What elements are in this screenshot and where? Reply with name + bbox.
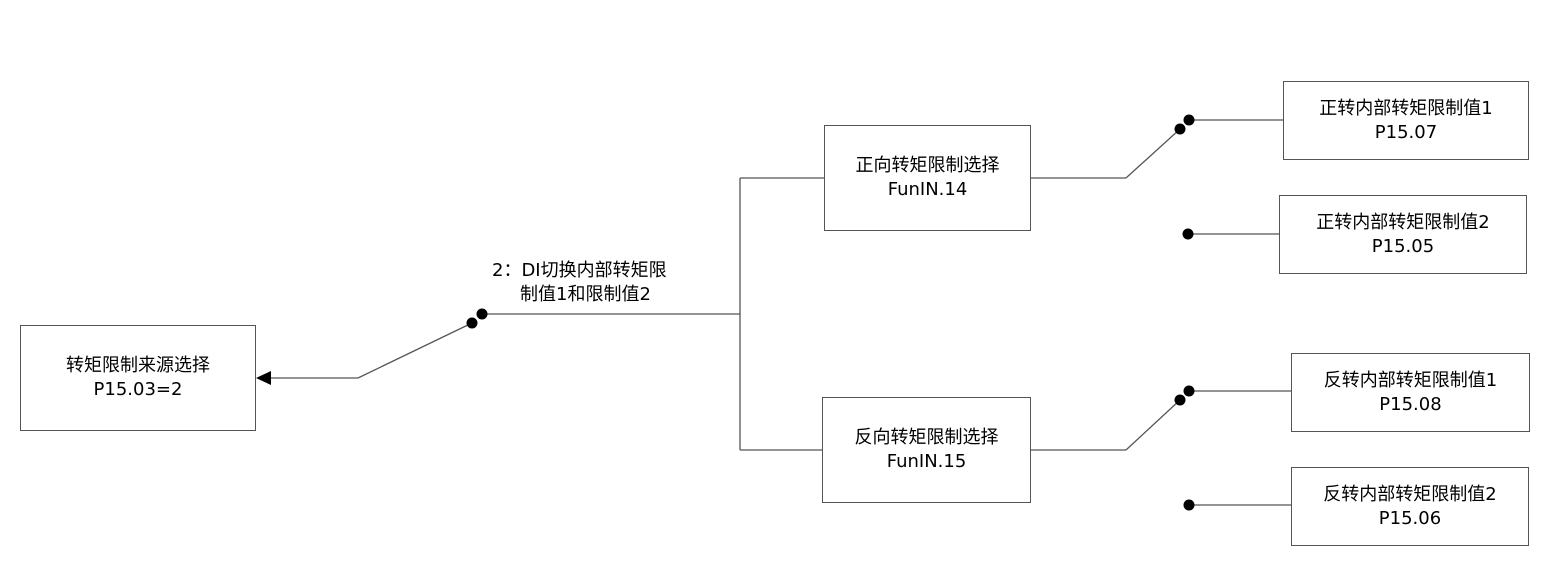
reverse-switch-pivot-dot: [1174, 394, 1186, 406]
switch-option-line1: 2：DI切换内部转矩限: [492, 260, 667, 281]
forward-limit-1-title: 正转内部转矩限制值1: [1319, 97, 1493, 119]
reverse-select-title: 反向转矩限制选择: [854, 427, 999, 448]
reverse-limit-2-param: P15.06: [1378, 507, 1442, 529]
forward-switch-pivot-dot: [1174, 123, 1186, 135]
reverse-switch-blade: [1125, 399, 1181, 451]
source-box-title: 转矩限制来源选择: [66, 355, 210, 376]
forward-internal-limit-1-box: 正转内部转矩限制值1 P15.07: [1283, 81, 1529, 160]
source-box-param: P15.03=2: [93, 379, 183, 400]
main-switch-contact-dot: [476, 308, 488, 320]
forward-internal-limit-2-box: 正转内部转矩限制值2 P15.05: [1279, 195, 1527, 274]
reverse-limit-1-title: 反转内部转矩限制值1: [1323, 369, 1498, 391]
main-switch-blade: [357, 322, 473, 379]
forward-contact-2-dot: [1182, 228, 1194, 240]
reverse-internal-limit-2-box: 反转内部转矩限制值2 P15.06: [1291, 467, 1529, 546]
forward-select-param: FunIN.14: [887, 179, 968, 200]
main-switch-pivot-dot: [466, 317, 478, 329]
torque-limit-source-box: 转矩限制来源选择 P15.03=2: [20, 325, 256, 431]
forward-switch-blade: [1125, 128, 1181, 179]
forward-limit-2-param: P15.05: [1371, 235, 1435, 257]
arrow-head-icon: [256, 371, 271, 385]
reverse-internal-limit-1-box: 反转内部转矩限制值1 P15.08: [1291, 353, 1530, 432]
switch-option-label: 2：DI切换内部转矩限 制值1和限制值2: [492, 259, 667, 307]
reverse-torque-limit-select-box: 反向转矩限制选择 FunIN.15: [822, 397, 1031, 503]
forward-limit-2-title: 正转内部转矩限制值2: [1316, 211, 1490, 233]
forward-select-title: 正向转矩限制选择: [855, 155, 1000, 176]
reverse-contact-2-dot: [1183, 499, 1195, 511]
reverse-limit-1-param: P15.08: [1379, 393, 1442, 415]
reverse-contact-1-dot: [1183, 385, 1195, 397]
forward-contact-1-dot: [1183, 114, 1195, 126]
switch-option-line2: 制值1和限制值2: [520, 284, 651, 305]
forward-limit-1-param: P15.07: [1374, 121, 1438, 143]
forward-torque-limit-select-box: 正向转矩限制选择 FunIN.14: [824, 125, 1031, 231]
reverse-limit-2-title: 反转内部转矩限制值2: [1323, 483, 1497, 505]
reverse-select-param: FunIN.15: [886, 451, 967, 472]
